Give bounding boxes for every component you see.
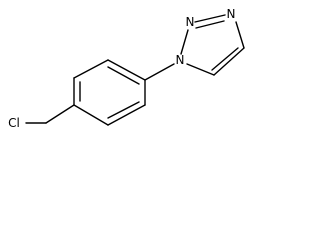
atom-label-n2: N: [186, 15, 195, 29]
bond-c4-c5: [213, 47, 245, 76]
atom-label-cl: Cl: [8, 116, 20, 130]
bond-c4-c5-double: [211, 47, 239, 71]
bond-benzene-2: [73, 59, 109, 79]
structure-canvas: Cl N N N: [0, 0, 256, 142]
benzene-ring: [73, 59, 146, 126]
atom-label-n1: N: [176, 53, 185, 67]
bond-n2-n3: [194, 14, 226, 23]
bond-ch2-ring: [45, 104, 75, 124]
bond-n1-n2: [180, 29, 189, 55]
triazole-ring: [180, 14, 245, 76]
structure-svg: Cl N N N: [8, 7, 245, 130]
bond-benzene-5: [107, 104, 146, 126]
bond-ring-n1: [144, 63, 175, 81]
bond-benzene-double-2: [107, 66, 140, 85]
bond-c5-n1: [186, 63, 215, 76]
bond-n2-n3-double: [195, 20, 225, 29]
bond-n3-c4: [235, 21, 245, 49]
atom-label-n3: N: [227, 7, 236, 21]
bond-benzene-double-3: [107, 101, 140, 119]
bond-benzene-6: [73, 104, 109, 126]
bond-benzene-3: [107, 59, 146, 81]
